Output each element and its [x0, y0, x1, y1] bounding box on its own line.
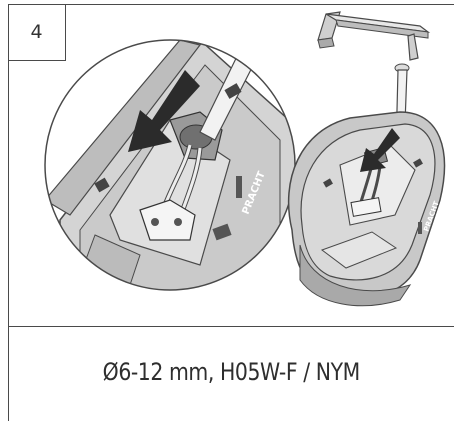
- caption: Ø6-12 mm, H05W-F / NYM: [8, 342, 454, 402]
- cable-spec-text: Ø6-12 mm, H05W-F / NYM: [102, 358, 360, 386]
- insert-arrow-icon: [128, 70, 200, 152]
- step-box: 4: [8, 4, 66, 61]
- zoom-detail: PRACHT: [45, 40, 295, 290]
- caption-divider: [8, 327, 9, 421]
- luminaire: PRACHT: [287, 111, 446, 307]
- insert-arrow-small-icon: [360, 128, 400, 172]
- mounting-bracket: [317, 11, 431, 73]
- illustration-frame: [8, 4, 454, 327]
- step-number: 4: [30, 21, 43, 43]
- installation-illustration: PRACHT PRACHT: [44, 11, 446, 307]
